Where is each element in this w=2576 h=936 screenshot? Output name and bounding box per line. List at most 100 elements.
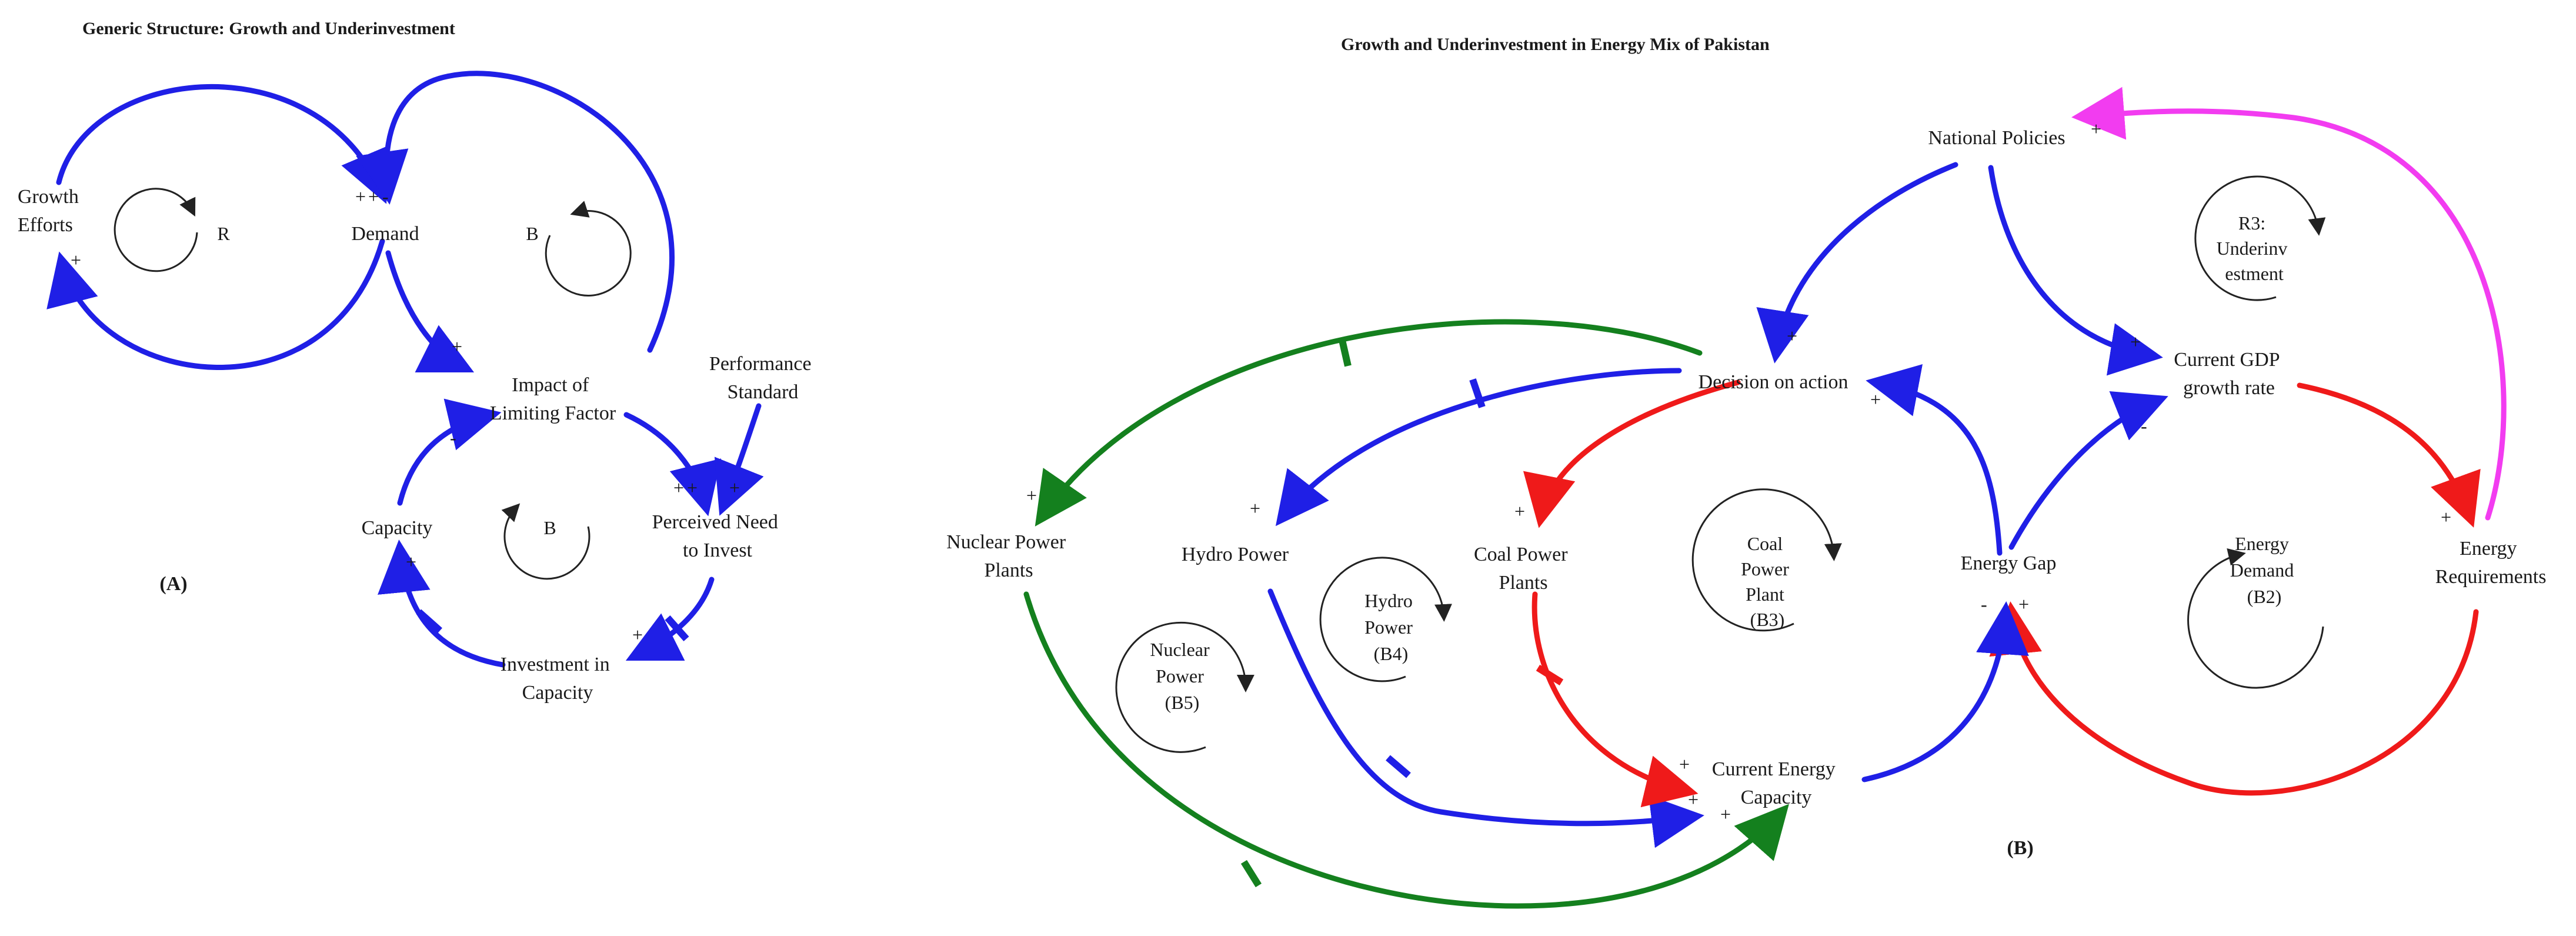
var-nuclear-power-plants: Nuclear Power Plants	[946, 531, 1070, 581]
link-performance-to-need	[714, 403, 764, 516]
delay-mark	[1339, 339, 1352, 367]
link-decision-to-coal	[1523, 379, 1741, 528]
loop-b2-label: Energy Demand (B2)	[2230, 533, 2298, 607]
polarity-plus: +	[687, 477, 698, 498]
panel-b-delays	[1240, 339, 1564, 888]
loop-b2-indicator	[501, 503, 590, 580]
loop-b1-indicator	[545, 201, 632, 297]
panel-a: Generic Structure: Growth and Underinves…	[18, 19, 816, 704]
loop-b3-label: Coal Power Plant (B3)	[1741, 533, 1794, 630]
var-capacity: Capacity	[362, 517, 433, 539]
var-perceived-need: Perceived Need to Invest	[652, 511, 783, 561]
var-hydro-power: Hydro Power	[1182, 544, 1289, 565]
panel-a-caption: (A)	[159, 573, 187, 595]
link-demand-to-impact	[385, 250, 475, 373]
polarity-minus: -	[382, 186, 389, 207]
loop-b4-label: Hydro Power (B4)	[1364, 590, 1417, 664]
polarity-plus: +	[1720, 804, 1731, 825]
var-performance-standard: Performance Standard	[709, 353, 816, 403]
loop-r-indicator	[114, 188, 198, 272]
polarity-plus: +	[1688, 789, 1699, 810]
link-gap-to-decision	[1866, 364, 2003, 556]
delay-mark	[1386, 755, 1411, 778]
loop-r3-indicator	[2194, 175, 2326, 301]
link-capacity-to-impact	[397, 398, 502, 506]
polarity-plus: +	[1250, 498, 1260, 519]
link-nuclear-to-capacity	[1023, 591, 1789, 909]
panel-a-title: Generic Structure: Growth and Underinves…	[82, 19, 455, 38]
var-decision-on-action: Decision on action	[1699, 371, 1848, 393]
link-hydro-to-capacity	[1267, 588, 1704, 848]
delay-mark	[1536, 664, 1564, 686]
loop-b2-label: B	[543, 517, 556, 538]
loop-b3-indicator	[1691, 488, 1842, 632]
loop-r3-label: R3: Underinv estment	[2217, 212, 2293, 284]
link-investment-to-capacity	[378, 539, 506, 668]
var-current-gdp-growth-rate: Current GDP growth rate	[2174, 349, 2284, 399]
polarity-plus: +	[2091, 118, 2101, 139]
panel-a-links	[46, 71, 764, 668]
polarity-plus: +	[673, 477, 684, 498]
delay-mark	[665, 615, 689, 641]
polarity-plus: +	[729, 477, 740, 498]
delay-mark	[416, 609, 442, 634]
panel-a-delays	[416, 609, 689, 641]
panel-b-title: Growth and Underinvestment in Energy Mix…	[1341, 35, 1770, 54]
loop-r-label: R	[217, 223, 230, 244]
loop-b2-indicator	[2187, 548, 2324, 689]
var-energy-requirements: Energy Requirements	[2435, 538, 2547, 588]
polarity-plus: +	[1679, 754, 1690, 775]
polarity-minus: -	[450, 427, 456, 448]
link-decision-to-nuclear	[1035, 319, 1703, 527]
polarity-plus: +	[2018, 594, 2029, 615]
panel-b-loops	[1115, 175, 2326, 753]
var-coal-power-plants: Coal Power Plants	[1474, 544, 1573, 594]
link-coal-to-capacity	[1531, 591, 1699, 808]
polarity-plus: +	[355, 186, 366, 207]
var-impact-of-limiting-factor: Impact of Limiting Factor	[490, 374, 616, 424]
polarity-plus: +	[1514, 501, 1525, 522]
polarity-plus: +	[1026, 485, 1037, 506]
loop-b4-indicator	[1319, 557, 1452, 682]
link-impact-to-need	[623, 412, 722, 517]
link-energyreq-to-gap	[1989, 601, 2479, 796]
polarity-plus: +	[368, 186, 379, 207]
loop-b5-label: Nuclear Power (B5)	[1150, 639, 1214, 713]
link-capacity-to-gap	[1861, 601, 2029, 782]
var-growth-efforts: Growth Efforts	[18, 186, 84, 236]
link-gap-to-gdp	[2008, 391, 2168, 550]
var-demand: Demand	[351, 223, 419, 245]
link-policies-to-decision	[1756, 162, 1958, 364]
panel-b-polarity: + + + - + + - + + + + + + +	[1026, 118, 2451, 825]
panel-a-loops	[114, 188, 632, 580]
var-energy-gap: Energy Gap	[1961, 552, 2057, 574]
loop-b1-label: B	[526, 223, 538, 244]
link-policies-to-gdp	[1988, 165, 2163, 376]
polarity-plus: +	[452, 336, 462, 357]
var-current-energy-capacity: Current Energy Capacity	[1712, 758, 1840, 808]
polarity-plus: +	[2130, 331, 2141, 352]
polarity-plus: +	[2441, 507, 2451, 528]
link-growth-to-demand	[56, 84, 391, 204]
panel-b-caption: (B)	[2007, 837, 2033, 859]
link-decision-to-hydro	[1275, 368, 1682, 527]
var-investment-in-capacity: Investment in Capacity	[500, 654, 615, 704]
delay-mark	[1240, 860, 1262, 888]
polarity-plus: +	[1870, 389, 1881, 410]
delay-mark	[1469, 378, 1486, 408]
polarity-plus: +	[71, 249, 81, 271]
link-need-to-investment	[625, 577, 715, 661]
loop-b5-indicator	[1115, 621, 1254, 753]
polarity-plus: +	[1787, 325, 1797, 347]
panel-b: Growth and Underinvestment in Energy Mix…	[946, 35, 2547, 909]
var-national-policies: National Policies	[1928, 127, 2065, 149]
link-demand-to-growth	[46, 238, 385, 370]
polarity-plus: +	[406, 551, 416, 572]
polarity-minus: -	[1981, 594, 1987, 615]
panel-a-polarity: + + + - + - + + + + +	[71, 186, 740, 645]
link-impact-to-demand	[356, 71, 675, 353]
panel-b-links	[1023, 86, 2507, 909]
link-gdp-to-energyreq	[2297, 382, 2481, 528]
polarity-plus: +	[632, 624, 643, 645]
